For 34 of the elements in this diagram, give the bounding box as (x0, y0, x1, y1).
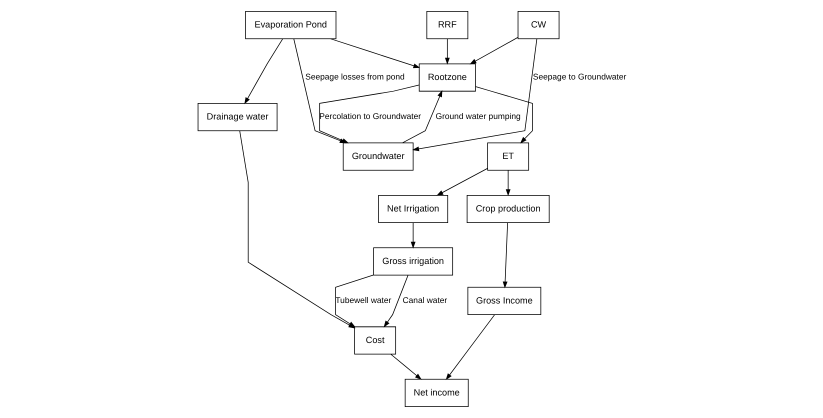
edge-label: Tubewell water (334, 295, 391, 306)
node-box: Gross Income (466, 286, 541, 316)
arrow (390, 354, 422, 380)
edge-label: Percolation to Groundwater (318, 111, 421, 122)
edge-label: Seepage to Groundwater (532, 72, 626, 82)
node-box: ET (486, 142, 529, 171)
arrow (244, 38, 283, 104)
arrow (469, 37, 518, 64)
node-box: Net income (404, 378, 468, 407)
node-box: CW (517, 11, 559, 40)
edge-label: Ground water pumping (435, 111, 520, 122)
arrow (402, 90, 442, 144)
node-box: Rootzone (418, 63, 476, 92)
arrow (444, 38, 450, 65)
node-box: Crop production (466, 194, 550, 224)
arrow (383, 274, 408, 328)
arrow (330, 38, 420, 68)
node-box: Gross irrigation (372, 247, 453, 276)
arrow (436, 168, 488, 196)
node-box: Evaporation Pond (244, 11, 336, 40)
node-box: RRF (426, 11, 468, 40)
arrow (412, 38, 537, 152)
arrow (502, 222, 508, 288)
arrow (410, 222, 416, 249)
node-box: Cost (354, 326, 396, 355)
arrow (445, 314, 495, 380)
edge-label: Seepage losses from pond (304, 72, 404, 82)
edge-label: Canal water (402, 295, 447, 306)
node-box: Drainage water (197, 102, 277, 132)
node-box: Net Irrigation (378, 194, 448, 224)
arrow (474, 86, 532, 144)
arrow (292, 38, 346, 144)
arrow (505, 170, 510, 196)
node-box: Groundwater (342, 142, 414, 171)
